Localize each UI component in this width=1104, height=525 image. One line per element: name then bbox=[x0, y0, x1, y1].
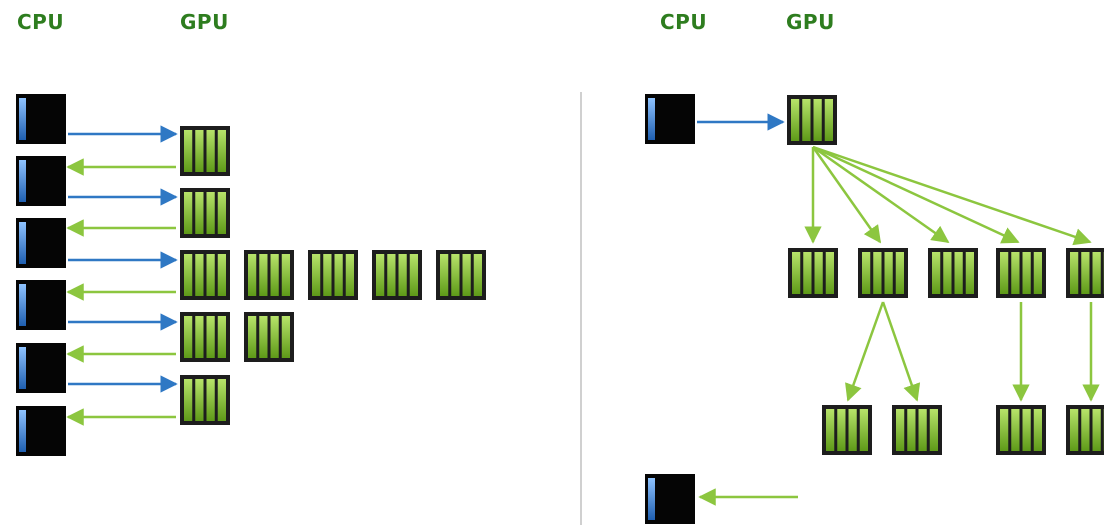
gpu-launch-arrow bbox=[811, 146, 882, 244]
left-gpu-block-icon bbox=[180, 188, 230, 238]
left-gpu-block-icon bbox=[180, 312, 230, 362]
right-gpu-block-icon bbox=[996, 248, 1046, 298]
right-cpu-chip-icon bbox=[645, 94, 695, 144]
right-gpu-block-icon bbox=[1066, 248, 1104, 298]
gpu-launch-arrow bbox=[812, 145, 1020, 244]
right-gpu-block-icon bbox=[787, 95, 837, 145]
left-gpu-block-icon bbox=[244, 312, 294, 362]
left-cpu-label: CPU bbox=[17, 10, 65, 34]
left-cpu-chip-icon bbox=[16, 280, 66, 330]
gpu-launch-arrow bbox=[881, 301, 921, 402]
left-gpu-block-icon bbox=[244, 250, 294, 300]
right-gpu-block-icon bbox=[996, 405, 1046, 455]
left-gpu-block-icon bbox=[436, 250, 486, 300]
right-gpu-block-icon bbox=[1066, 405, 1104, 455]
gpu-launch-arrow bbox=[812, 145, 950, 244]
gpu-launch-arrow bbox=[845, 301, 885, 402]
right-gpu-block-icon bbox=[822, 405, 872, 455]
panel-divider bbox=[580, 92, 582, 525]
left-gpu-block-icon bbox=[308, 250, 358, 300]
left-gpu-block-icon bbox=[372, 250, 422, 300]
gpu-launch-arrow bbox=[812, 145, 1092, 246]
left-gpu-block-icon bbox=[180, 250, 230, 300]
right-gpu-label: GPU bbox=[786, 10, 835, 34]
left-cpu-chip-icon bbox=[16, 343, 66, 393]
left-gpu-block-icon bbox=[180, 375, 230, 425]
left-cpu-chip-icon bbox=[16, 94, 66, 144]
left-cpu-chip-icon bbox=[16, 218, 66, 268]
left-gpu-label: GPU bbox=[180, 10, 229, 34]
right-gpu-block-icon bbox=[928, 248, 978, 298]
left-cpu-chip-icon bbox=[16, 406, 66, 456]
left-cpu-chip-icon bbox=[16, 156, 66, 206]
right-gpu-block-icon bbox=[858, 248, 908, 298]
right-cpu-label: CPU bbox=[660, 10, 708, 34]
right-gpu-block-icon bbox=[892, 405, 942, 455]
right-cpu-chip-icon bbox=[645, 474, 695, 524]
left-gpu-block-icon bbox=[180, 126, 230, 176]
right-gpu-block-icon bbox=[788, 248, 838, 298]
